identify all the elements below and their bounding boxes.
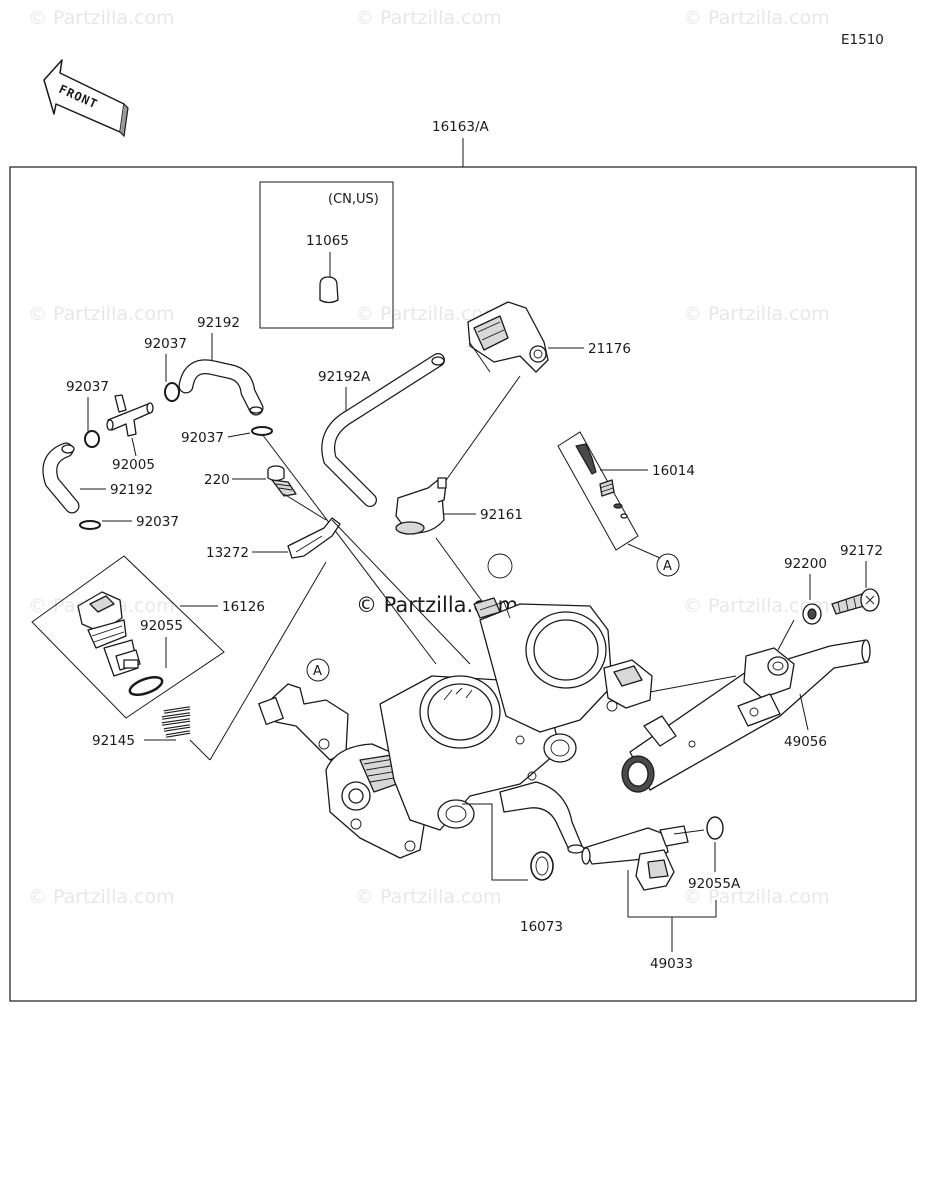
cap-92161 (395, 477, 447, 535)
part-label-92037-a: 92037 (144, 336, 187, 352)
callout-a-right-label: A (663, 559, 672, 574)
callout-a-left (306, 658, 330, 682)
watermark: © Partzilla.com (683, 886, 830, 908)
part-label-92192-left: 92192 (110, 482, 153, 498)
spring-92145 (161, 706, 191, 738)
watermark-circle (487, 553, 513, 579)
diagram-code: E1510 (841, 32, 884, 48)
part-label-92037-b: 92037 (66, 379, 109, 395)
part-label-21176: 21176 (588, 341, 631, 357)
gasket-16073-inner (535, 856, 549, 876)
clip-92037-d (79, 520, 101, 530)
gasket-16073 (530, 851, 554, 881)
callout-a-right (656, 553, 680, 577)
oring-92055 (128, 675, 164, 697)
sensor-21176 (467, 301, 549, 373)
watermark: © Partzilla.com (355, 303, 502, 325)
watermark: © Partzilla.com (28, 886, 175, 908)
link-220-bracket (283, 493, 327, 521)
part-label-16014: 16014 (652, 463, 695, 479)
part-label-92055A: 92055A (688, 876, 741, 892)
hose-92192A (321, 353, 445, 507)
link-washer-rail (777, 619, 795, 651)
watermark: © Partzilla.com (355, 7, 502, 29)
link-16014-A (627, 543, 661, 559)
region-note: (CN,US) (328, 192, 379, 207)
watermark: © Partzilla.com (683, 7, 830, 29)
callout-a-left-label: A (313, 664, 322, 679)
link-13272-body (331, 519, 471, 665)
link-92161-body (435, 537, 485, 605)
oring-92055A (706, 816, 724, 840)
watermark: © Partzilla.com (683, 595, 830, 617)
sensor-16126 (77, 591, 141, 677)
leader-injector-top (673, 829, 705, 835)
cap-11065 (319, 276, 339, 304)
screw-92172 (831, 588, 880, 615)
part-label-92055: 92055 (140, 618, 183, 634)
injector-49033 (581, 825, 689, 891)
watermark: © Partzilla.com (28, 7, 175, 29)
link-21176-92161 (441, 375, 521, 487)
part-label-11065: 11065 (306, 233, 349, 249)
clip-92037-b (84, 430, 100, 448)
link-rail-body (649, 675, 737, 693)
part-label-49056: 49056 (784, 734, 827, 750)
clip-92037-c (251, 426, 273, 436)
bracket-13272 (287, 517, 341, 559)
part-label-92192A: 92192A (318, 369, 371, 385)
hose-92192-top (178, 359, 264, 416)
part-label-92192-top: 92192 (197, 315, 240, 331)
watermark: © Partzilla.com (28, 303, 175, 325)
kit-16014 (557, 431, 639, 551)
assembly-frame (9, 166, 917, 1002)
clip-92037-a (164, 382, 180, 402)
link-13272-92145 (209, 561, 327, 761)
part-label-92172: 92172 (840, 543, 883, 559)
leader-92005 (131, 437, 137, 457)
link-92145-body (189, 739, 211, 761)
screw-220 (267, 465, 297, 497)
hose-92192-left (42, 442, 80, 514)
part-label-92037-d: 92037 (136, 514, 179, 530)
throttle-body (258, 597, 653, 859)
part-label-92145: 92145 (92, 733, 135, 749)
region-inset-box (259, 181, 394, 329)
link-92037-c-body (261, 433, 437, 665)
bracket-16073 (462, 803, 528, 881)
part-label-49033: 49033 (650, 956, 693, 972)
leader-49056 (799, 693, 809, 731)
washer-92200-hole (807, 608, 817, 620)
assembly-label: 16163/A (432, 119, 489, 135)
watermark: © Partzilla.com (683, 303, 830, 325)
front-arrow-icon: FRONT (43, 59, 129, 138)
part-label-92005: 92005 (112, 457, 155, 473)
inset-16126 (31, 555, 225, 719)
link-21176-hose (469, 342, 491, 373)
part-label-220: 220 (204, 472, 230, 488)
part-label-92200: 92200 (784, 556, 827, 572)
part-label-92161: 92161 (480, 507, 523, 523)
part-label-16073: 16073 (520, 919, 563, 935)
tee-joint-92005 (106, 394, 154, 437)
part-label-92037-c: 92037 (181, 430, 224, 446)
part-label-16126: 16126 (222, 599, 265, 615)
leader-92037-c (227, 432, 251, 438)
fuel-rail-49056 (621, 639, 871, 793)
watermark: © Partzilla.com (355, 886, 502, 908)
part-label-13272: 13272 (206, 545, 249, 561)
